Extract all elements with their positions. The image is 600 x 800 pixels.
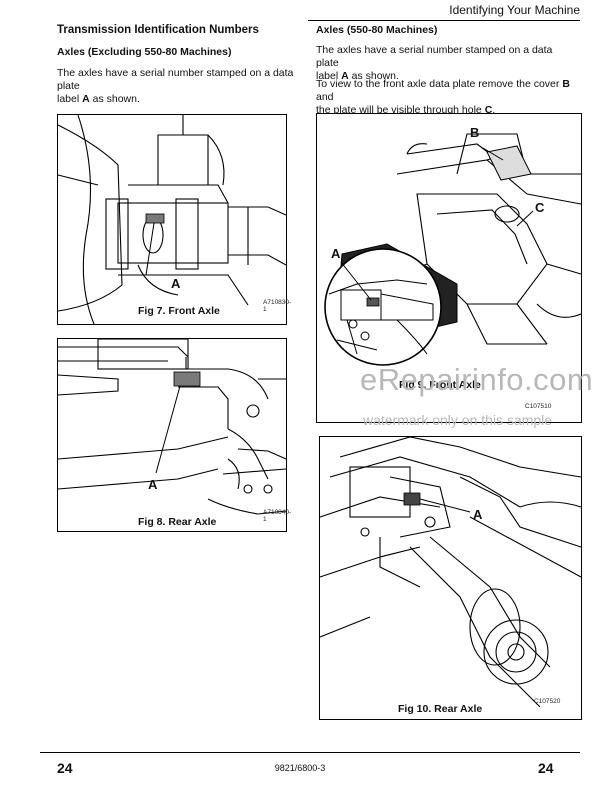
- fig9-callout-b: B: [470, 125, 480, 140]
- fig7-callout-a: A: [171, 276, 181, 291]
- fig8-rear-axle-illustration: A A710840-1 Fig 8. Rear Axle: [57, 338, 291, 532]
- fig8-drawing: [57, 338, 287, 515]
- fig8-callout-a: A: [148, 477, 158, 492]
- fig9-code: C107510: [525, 403, 552, 410]
- fig7-code: A710830-1: [263, 299, 292, 313]
- subheading-axles-550-80: Axles (550-80 Machines): [316, 24, 438, 36]
- left-paragraph: The axles have a serial number stamped o…: [57, 67, 297, 106]
- watermark-site: eRepairinfo.com: [360, 362, 594, 397]
- fig9-caption: Fig 9. Front Axle: [399, 379, 481, 391]
- page-number-right: 24: [538, 760, 554, 776]
- page-number-left: 24: [57, 760, 73, 776]
- watermark-notice: watermark only on this sample: [363, 412, 553, 428]
- left-para-line2: label A as shown.: [57, 93, 140, 105]
- right-para1-line1: The axles have a serial number stamped o…: [316, 44, 553, 69]
- fig7-front-axle-illustration: A A710830-1 Fig 7. Front Axle: [57, 114, 291, 325]
- header-rule: [308, 20, 580, 21]
- section-title: Transmission Identification Numbers: [57, 24, 259, 36]
- right-para2-line1: To view to the front axle data plate rem…: [316, 78, 570, 103]
- fig8-caption: Fig 8. Rear Axle: [138, 516, 217, 528]
- fig7-caption: Fig 7. Front Axle: [138, 305, 220, 317]
- fig9-callout-a: A: [331, 246, 341, 261]
- fig8-code: A710840-1: [263, 509, 292, 523]
- right-para1-line2: label A as shown.: [316, 70, 399, 82]
- fig10-drawing: [319, 436, 582, 708]
- fig7-drawing: [57, 114, 287, 325]
- footer-rule: [40, 752, 580, 753]
- fig10-code: C107520: [534, 698, 561, 705]
- fig9-drawing: [324, 133, 582, 366]
- fig10-caption: Fig 10. Rear Axle: [398, 703, 483, 715]
- document-number: 9821/6800-3: [274, 763, 326, 773]
- right-paragraph-1: The axles have a serial number stamped o…: [316, 44, 578, 83]
- running-title: Identifying Your Machine: [449, 3, 580, 17]
- fig10-callout-a: A: [473, 507, 483, 522]
- fig9-callout-c: C: [535, 200, 545, 215]
- right-paragraph-2: To view to the front axle data plate rem…: [316, 78, 578, 117]
- left-para-line1: The axles have a serial number stamped o…: [57, 67, 294, 92]
- fig10-rear-axle-illustration: A C107520 Fig 10. Rear Axle: [319, 436, 582, 720]
- fig9-front-axle-illustration: A B C C107510 Fig 9. Front Axle: [316, 113, 582, 423]
- subheading-axles-excluding: Axles (Excluding 550-80 Machines): [57, 46, 232, 58]
